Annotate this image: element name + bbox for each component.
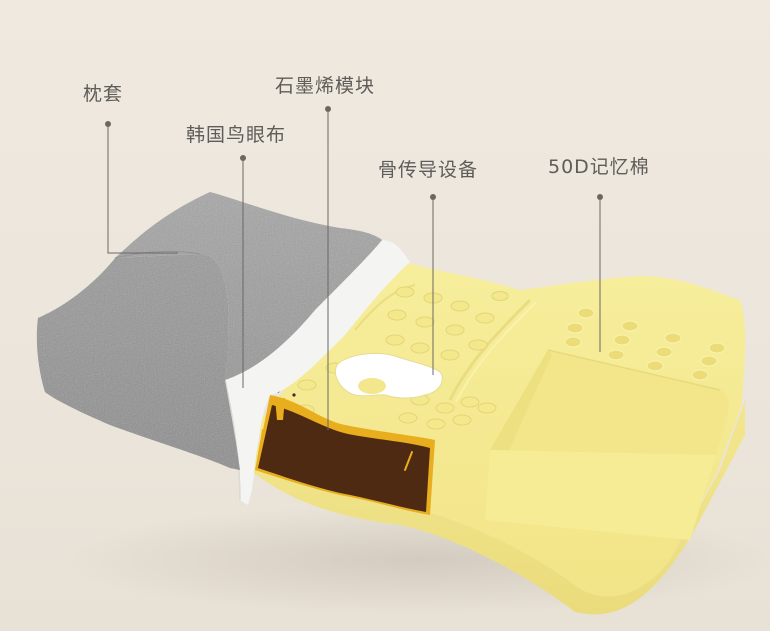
bone-conduction-device-shape: [335, 352, 443, 399]
leader-lines: [105, 106, 603, 430]
pillowcase-cover: [36, 192, 382, 470]
foam-ventilation-holes: [564, 307, 726, 381]
label-graphene-module: 石墨烯模块: [275, 75, 376, 97]
memory-foam-body: [250, 260, 746, 615]
label-korean-birdseye-fabric: 韩国鸟眼布: [186, 124, 287, 146]
foam-massage-bumps: [295, 286, 509, 430]
label-memory-foam-50d: 50D记忆棉: [548, 156, 650, 178]
label-pillowcase: 枕套: [83, 83, 124, 105]
graphene-module-shape: [255, 389, 435, 515]
label-bone-conduction-device: 骨传导设备: [378, 159, 479, 181]
